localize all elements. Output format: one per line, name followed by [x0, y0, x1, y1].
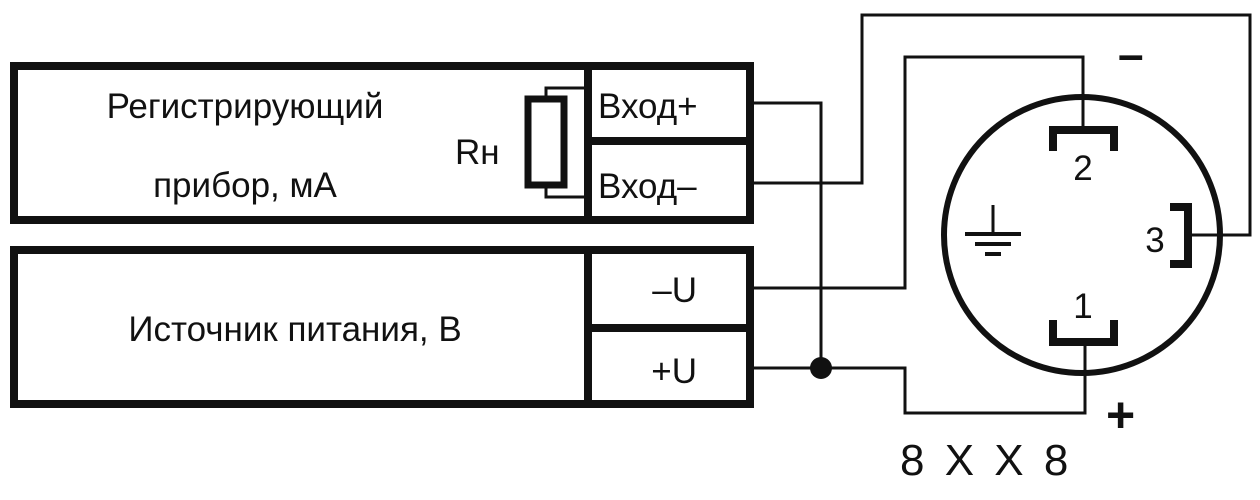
ground-icon — [965, 205, 1021, 256]
pin2-label: 2 — [1073, 149, 1092, 188]
recorder-title-line2: прибор, мА — [153, 166, 337, 205]
wire-plus-u — [752, 342, 1087, 415]
terminal-input-minus: Вход– — [598, 167, 697, 206]
wires — [752, 13, 1252, 415]
power-supply-block: Источник питания, В –U +U — [10, 246, 754, 408]
wire-input-minus — [752, 13, 1252, 237]
pin3-label: 3 — [1145, 221, 1164, 260]
pin3-contact — [1170, 203, 1192, 268]
connector-outline — [941, 94, 1223, 376]
pin2-contact — [1049, 126, 1118, 151]
pin1-contact — [1049, 320, 1118, 346]
recorder-block: Регистрирующий прибор, мА Rн Вход+ Вход– — [10, 62, 754, 224]
wire-input-plus — [752, 101, 823, 368]
connector-label: 8 X X 8 — [900, 436, 1072, 485]
recorder-title-line1: Регистрирующий — [107, 87, 384, 126]
minus-sign: – — [1118, 28, 1144, 80]
connector: 2 1 3 – + 8 X X 8 — [900, 28, 1223, 485]
terminal-minus-u: –U — [652, 271, 697, 310]
terminal-plus-u: +U — [651, 352, 697, 391]
plus-sign: + — [1106, 387, 1135, 443]
junction-dot — [810, 357, 832, 379]
resistor-icon — [524, 86, 588, 199]
pin1-label: 1 — [1073, 287, 1092, 326]
terminal-input-plus: Вход+ — [598, 87, 698, 126]
power-supply-title: Источник питания, В — [128, 310, 461, 349]
wire-minus-u — [752, 55, 1085, 290]
resistor-label: Rн — [455, 133, 500, 172]
